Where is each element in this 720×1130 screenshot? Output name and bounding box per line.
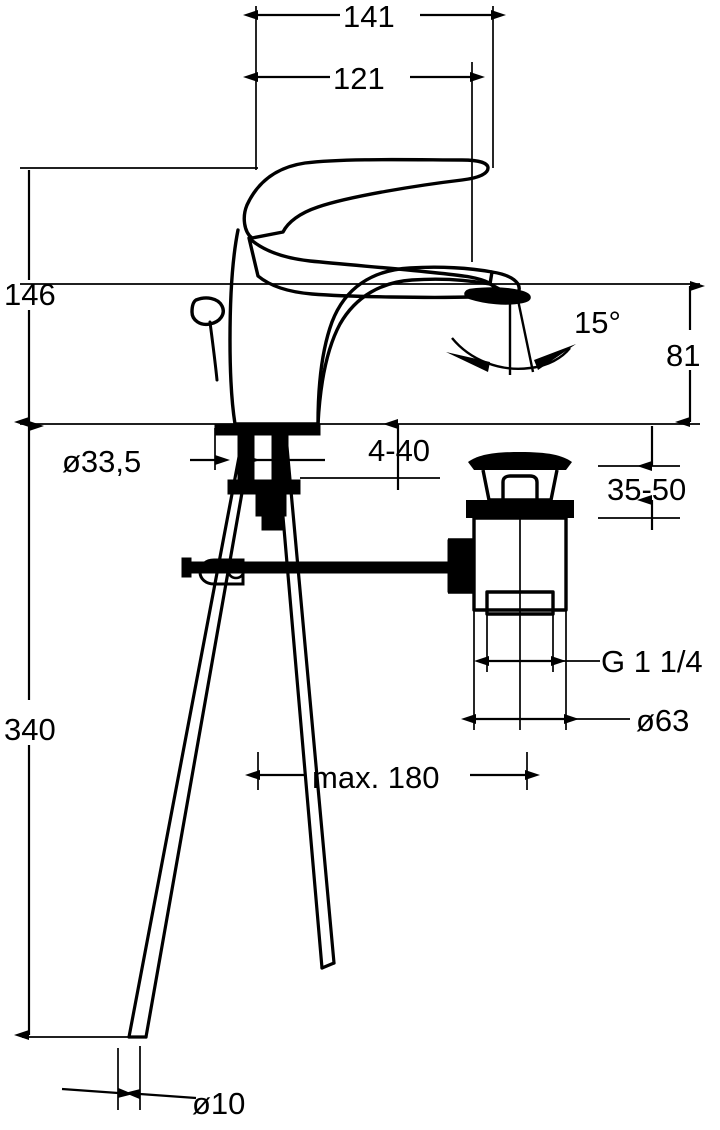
dim-label-swivel-angle: 15° (574, 305, 621, 340)
dim-label-waste-diameter: ø63 (636, 703, 689, 738)
hose-right-inner (284, 434, 336, 965)
aerator-outlet (464, 287, 531, 305)
dim-label-hose-diameter: ø10 (192, 1086, 245, 1121)
dim-line-dia10-right (125, 1089, 197, 1100)
faucet-assembly (190, 157, 531, 426)
dim-label-waste-thread: G 1 1/4 (601, 644, 703, 679)
dim-label-deck-thickness: 4-40 (368, 433, 430, 468)
dimension-hose-max-length (245, 752, 540, 790)
dimension-outlet-height (560, 281, 705, 427)
dimension-lines-top (243, 6, 506, 262)
dimension-base-diameter (190, 428, 230, 470)
waste-side-port (448, 538, 474, 594)
angle-arrow-right (534, 344, 576, 370)
dimension-waste-diameter (461, 518, 630, 730)
flexible-supply-hoses (127, 434, 336, 1039)
dim-label-spout-reach: 121 (333, 61, 385, 96)
mounting-stud (261, 515, 283, 531)
faucet-body-outline (228, 228, 494, 426)
dimension-waste-thread (474, 614, 600, 672)
waste-collar (466, 500, 574, 518)
angle-tilted-line (516, 299, 535, 373)
dim-line-dia10-left (61, 1087, 133, 1098)
dim-label-hose-max-length: max. 180 (312, 760, 440, 795)
waste-flange (468, 452, 572, 470)
hose-right-end (320, 961, 336, 970)
pop-up-waste-assembly (448, 452, 574, 616)
angle-arrow-left (446, 352, 490, 372)
dimension-deck-thickness (245, 419, 440, 490)
dimension-lines-left (14, 170, 140, 1040)
dim-label-outlet-height: 81 (666, 338, 700, 373)
lift-rod-knob (190, 296, 225, 327)
dim-label-height-total: 146 (4, 277, 56, 312)
pop-up-linkage (181, 539, 475, 593)
hose-left-outer (127, 434, 245, 1039)
dimension-swivel-angle (446, 292, 576, 375)
lift-rod-shaft (208, 320, 219, 382)
dim-label-base-diameter: ø33,5 (62, 444, 141, 479)
base-flange (214, 423, 321, 436)
dim-label-waste-depth: 35-50 (607, 472, 686, 507)
angle-arc (451, 337, 571, 370)
deck-mount-assembly (214, 423, 321, 531)
pull-rod-end-cap (181, 557, 192, 578)
hose-right-outer (274, 434, 324, 970)
dim-label-hose-height: 340 (4, 712, 56, 747)
dimension-hose-diameter (61, 1046, 197, 1110)
dimension-waste-depth (598, 426, 680, 530)
hose-left-inner (144, 434, 254, 1039)
linkage-pivot (226, 560, 246, 580)
spout-lower-edge (316, 277, 492, 426)
dim-label-width-overall: 141 (343, 0, 395, 34)
reference-lines (20, 167, 700, 425)
linkage-clevis (198, 558, 245, 586)
waste-stopper (501, 474, 539, 500)
linkage-connector-block (447, 539, 475, 593)
horizontal-pull-rod (185, 561, 449, 574)
lever-handle-upper (242, 157, 490, 240)
